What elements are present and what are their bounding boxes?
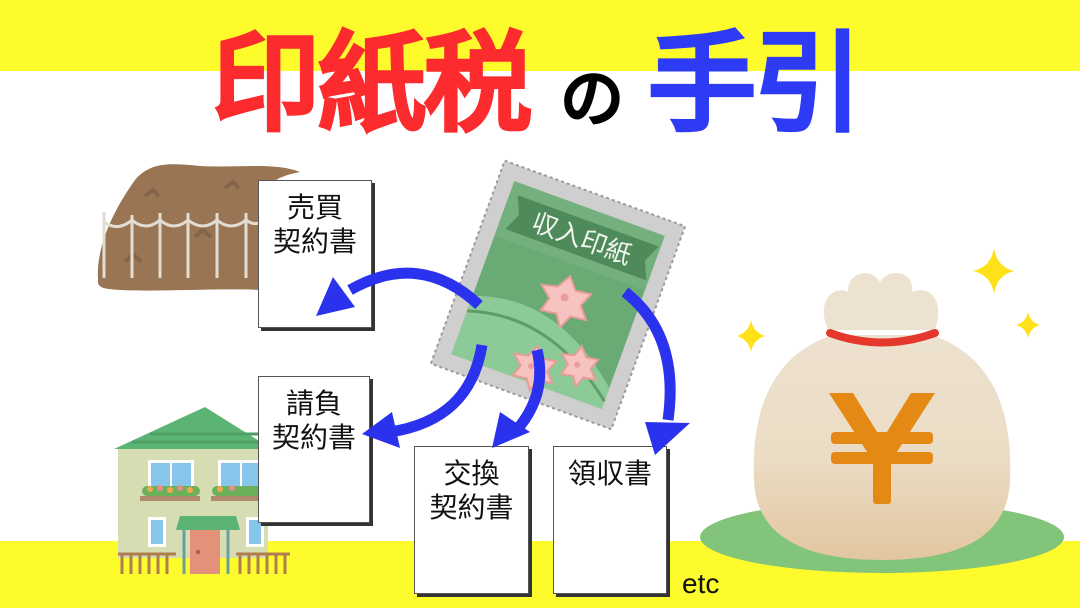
arrow-to-contract-for-work (389, 344, 488, 438)
document-sales-contract: 売買 契約書 (258, 180, 372, 328)
top-yellow-band (0, 0, 1080, 71)
title-particle: の (560, 63, 625, 138)
arrow-to-sales-contract (347, 267, 483, 310)
title-stamp-tax: 印紙税 (211, 21, 533, 148)
yen-symbol-icon (829, 393, 935, 504)
document-line2: 契約書 (272, 225, 357, 258)
land-plot-icon (97, 164, 300, 291)
document-line1: 請負 (285, 387, 342, 420)
arrow-to-exchange-contract (510, 348, 546, 436)
title-guide: 手引 (647, 21, 863, 148)
house-icon (114, 407, 290, 574)
page-title: 印紙税 の 手引 (0, 20, 1080, 150)
document-line1: 交換 (443, 457, 500, 490)
document-line2: 契約書 (429, 491, 514, 524)
sparkle-icons (737, 248, 1040, 352)
document-line2: 契約書 (271, 421, 356, 454)
document-line1: 売買 (286, 191, 343, 224)
etc-label: etc (682, 568, 720, 599)
document-exchange-contract: 交換 契約書 (414, 446, 529, 594)
yen-money-bag-icon (700, 272, 1064, 573)
document-receipt: 領収書 (553, 446, 667, 594)
arrowhead-icons (316, 277, 690, 455)
document-line1: 領収書 (567, 457, 652, 490)
document-contract-for-work: 請負 契約書 (258, 376, 370, 523)
arrow-to-receipt (621, 287, 676, 421)
